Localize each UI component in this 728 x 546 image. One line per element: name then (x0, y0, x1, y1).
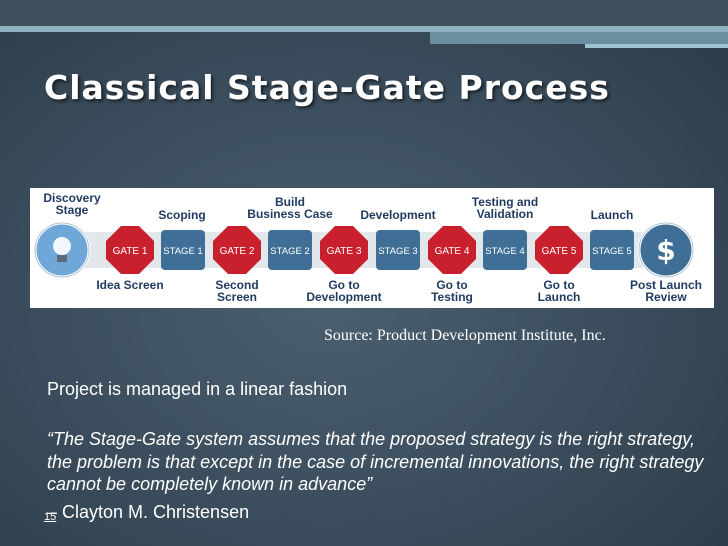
stage-3-label: STAGE 3 (378, 246, 417, 257)
source-caption: Source: Product Development Institute, I… (324, 327, 606, 344)
stage-1 (161, 230, 205, 270)
stage-gate-diagram: GATE 1 GATE 2 GATE 3 GATE 4 GATE 5 STAGE 1 STA… (30, 188, 714, 308)
top-label-2: Scoping (158, 208, 205, 222)
gate-1-label: GATE 1 (113, 246, 148, 257)
top-label-6: Launch (591, 208, 634, 222)
quote-text: “The Stage-Gate system assumes that the … (47, 429, 704, 494)
stage-5-label: STAGE 5 (592, 246, 631, 257)
discovery-circle-outline (34, 222, 90, 278)
gate-2 (213, 226, 261, 274)
stage-2-label: STAGE 2 (270, 246, 309, 257)
bottom-label-1: Idea Screen (96, 278, 163, 292)
slide-title: Classical Stage-Gate Process (44, 68, 610, 107)
quote-attribution: – Clayton M. Christensen (47, 502, 250, 522)
gate-3 (320, 226, 368, 274)
gate-5-label: GATE 5 (542, 246, 577, 257)
gate-5 (535, 226, 583, 274)
stage-2 (268, 230, 312, 270)
top-stripe-accent (430, 32, 728, 44)
lightbulb-icon (53, 237, 71, 255)
slide-number: 15 (44, 511, 57, 523)
stage-4-label: STAGE 4 (485, 246, 524, 257)
lightbulb-base-icon (57, 255, 67, 262)
stage-5 (590, 230, 634, 270)
dollar-icon: $ (656, 234, 675, 267)
gate-3-label: GATE 3 (327, 246, 362, 257)
post-launch-circle-outline (638, 222, 694, 278)
top-bar (0, 0, 728, 26)
gate-4-label: GATE 4 (435, 246, 470, 257)
top-stripe-accent-light (585, 44, 728, 48)
gate-1 (106, 226, 154, 274)
stage-1-label: STAGE 1 (163, 246, 202, 257)
gate-2-label: GATE 2 (220, 246, 255, 257)
gate-4 (428, 226, 476, 274)
stage-3 (376, 230, 420, 270)
summary-line: Project is managed in a linear fashion (47, 379, 348, 399)
top-label-4: Development (360, 208, 435, 222)
stage-gate-svg: GATE 1 GATE 2 GATE 3 GATE 4 GATE 5 STAGE 1 STA… (33, 191, 702, 304)
top-stripe (0, 26, 728, 32)
stage-4 (483, 230, 527, 270)
